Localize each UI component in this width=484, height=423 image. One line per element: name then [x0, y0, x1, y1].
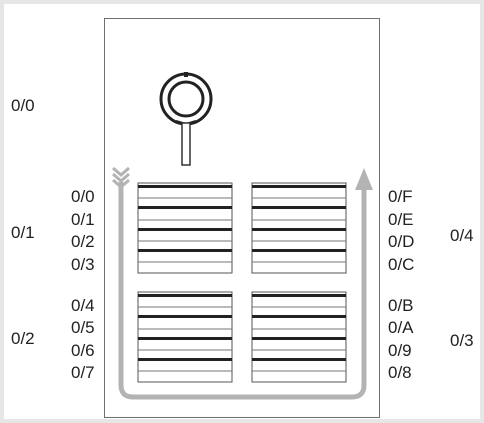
left-port-label: 0/7 [71, 363, 95, 382]
flow-arrow-head [355, 168, 373, 190]
flow-arrow-tail-chevrons-icon [112, 166, 130, 189]
right-port-label: 0/A [388, 318, 414, 337]
outer-label: 0/2 [11, 329, 35, 348]
port-group-bottom-right [251, 291, 347, 383]
right-port-label: 0/E [388, 210, 414, 229]
left-port-label: 0/6 [71, 341, 95, 360]
right-port-label: 0/9 [388, 341, 412, 360]
port-group-bottom-left [137, 291, 233, 383]
left-port-label: 0/4 [71, 296, 95, 315]
left-port-label: 0/1 [71, 210, 95, 229]
left-port-label: 0/2 [71, 232, 95, 251]
right-port-label: 0/8 [388, 363, 412, 382]
port-group-top-right [251, 182, 347, 274]
outer-label: 0/0 [11, 96, 35, 115]
outer-label: 0/1 [11, 223, 35, 242]
right-port-label: 0/C [388, 255, 415, 274]
port-group-top-left [137, 182, 233, 274]
outer-label: 0/4 [450, 226, 474, 245]
right-port-label: 0/D [388, 232, 415, 251]
left-port-label: 0/3 [71, 255, 95, 274]
left-port-label: 0/0 [71, 187, 95, 206]
right-port-label: 0/B [388, 296, 414, 315]
left-port-label: 0/5 [71, 318, 95, 337]
outer-label: 0/3 [450, 331, 474, 350]
ring-pull-icon [159, 72, 213, 166]
flow-arrow [112, 166, 373, 400]
right-port-label: 0/F [388, 187, 413, 206]
